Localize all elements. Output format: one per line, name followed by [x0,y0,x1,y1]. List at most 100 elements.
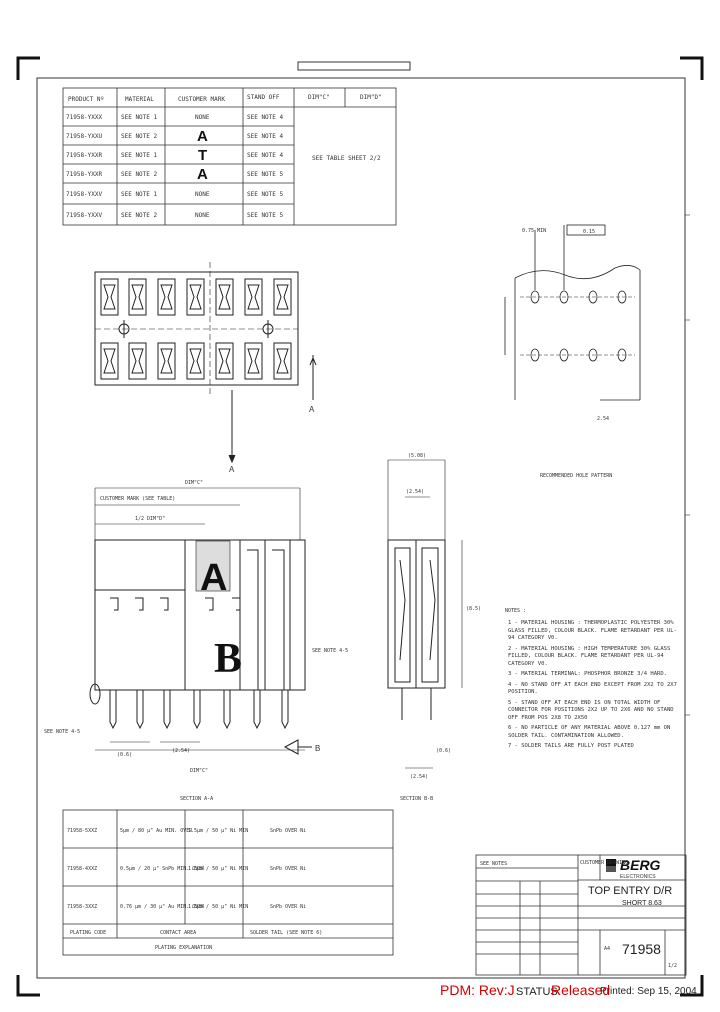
section-bb-dim-side: (0.6) [436,748,451,754]
hole-dim-label: 0.75 MIN [522,228,546,234]
section-arrow-a-left: A [229,465,235,474]
row2-material: SEE NOTE 2 [121,133,158,140]
note-item: 2 - MATERIAL HOUSING : HIGH TEMPERATURE … [508,645,671,667]
row2-standoff: SEE NOTE 4 [247,133,284,140]
pdm-revision: PDM: Rev:J [440,982,515,998]
section-bb-title: SECTION B-B [400,796,433,802]
plating-row1-contact: 5µm / 80 µ" Au MIN. OVER [120,828,193,834]
header-customer-mark: CUSTOMER MARK [178,96,225,103]
hole-pattern-view [504,224,641,401]
section-bb-dim-height: (8.5) [466,606,481,612]
plating-row3-contact: 0.76 µm / 30 µ" Au MIN. OVER [120,904,205,910]
table-side-note: SEE TABLE SHEET 2/2 [312,155,381,162]
status-label: STATUS: [516,986,561,998]
note-item: 5 - STAND OFF AT EACH END IS ON TOTAL WI… [508,699,674,721]
section-arrow-a-right: A [309,405,315,414]
section-aa-dim-half: 1/2 DIM"D" [135,516,165,522]
row3-material: SEE NOTE 1 [121,152,158,159]
printed-date: Printed: Sep 15, 2004 [600,986,697,997]
row1-standoff: SEE NOTE 4 [247,114,284,121]
header-dim-d: DIM"D" [360,94,382,101]
section-bb-dim-bottom: (2.54) [410,774,428,780]
row6-code: 71958-YXXV [66,212,103,219]
header-product: PRODUCT Nº [68,96,104,103]
row3-code: 71958-YXXR [66,152,103,159]
notes-title: NOTES : [505,608,526,614]
plating-col-solder: SOLDER TAIL (SEE NOTE 6) [250,930,322,936]
header-material: MATERIAL [125,96,154,103]
product-table-grid [62,87,397,226]
notes-block: NOTES : [505,608,526,614]
row3-mark: T [198,147,207,164]
drawing-frame [36,77,686,979]
row5-standoff: SEE NOTE 5 [247,191,284,198]
section-bb-view [387,459,463,769]
row1-mark: NONE [195,114,210,121]
section-aa-arrow-b: B [315,744,320,753]
row6-mark: NONE [195,212,210,219]
title-line2: SHORT 8.63 [622,900,662,907]
row4-code: 71958-YXXR [66,171,103,178]
plating-row1-solder: SnPb OVER Ni [270,828,306,834]
row5-material: SEE NOTE 1 [121,191,158,198]
section-aa-dim-06: (0.6) [117,752,132,758]
plating-row3-under: 1.3µm / 50 µ" Ni MIN [188,904,248,910]
berg-logo: BERG ELECTRONICS [606,857,661,880]
status-value: Released [551,982,611,998]
row5-mark: NONE [195,191,210,198]
title-line1: TOP ENTRY D/R [588,885,672,897]
header-dim-c: DIM"C" [308,94,330,101]
plating-footer: PLATING EXPLANATION [155,945,212,951]
drawing-number: 71958 [622,941,661,957]
plating-row2-code: 71958-4XXZ [67,866,97,872]
row4-material: SEE NOTE 2 [121,171,158,178]
section-aa-view [89,487,312,755]
plating-row1-code: 71958-5XXZ [67,828,97,834]
customer-mark-hatch [195,540,231,592]
note-item: 7 - SOLDER TAILS ARE FULLY POST PLATED [508,743,634,749]
row2-code: 71958-YXXU [66,133,103,140]
header-stand-off: STAND OFF [247,94,280,101]
hole-pattern-title: RECOMMENDED HOLE PATTERN [540,473,612,479]
note-item: 1 - MATERIAL HOUSING : THERMOPLASTIC POL… [508,620,677,641]
section-aa-title: SECTION A-A [180,796,213,802]
row6-standoff: SEE NOTE 5 [247,212,284,219]
note-item: 4 - NO STAND OFF AT EACH END EXCEPT FROM… [508,681,677,696]
hole-pitch-label: 2.54 [597,416,609,422]
section-bb-dim-top: (5.08) [408,453,426,459]
size-label: A4 [604,946,610,952]
plating-table-grid [62,809,394,956]
row6-material: SEE NOTE 2 [121,212,158,219]
section-aa-customer-mark: CUSTOMER MARK (SEE TABLE) [100,496,175,502]
row5-code: 71958-YXXV [66,191,103,198]
customer-mark-letter-b: B [214,636,242,682]
note-item: 6 - NO PARTICLE OF ANY MATERIAL ABOVE 0.… [508,725,671,739]
title-block-grid [475,854,687,976]
corner-marks [16,56,704,997]
plating-row2-under: 1.3µm / 50 µ" Ni MIN [188,866,248,872]
row1-code: 71958-YXXX [66,114,103,121]
section-aa-dim-bottom: DIM"C" [190,768,208,774]
section-aa-see-note-right: SEE NOTE 4-5 [312,648,348,654]
plating-col-code: PLATING CODE [70,930,106,936]
section-aa-dim-top: DIM"C" [185,480,203,486]
section-aa-dim-254: (2.54) [172,748,190,754]
plating-row1-under: 1.5µm / 50 µ" Ni MIN [188,828,248,834]
plating-row3-code: 71958-3XXZ [67,904,97,910]
plating-col-contact: CONTACT AREA [160,930,196,936]
row4-mark: A [197,166,208,183]
hole-tol-label: 0.15 [583,229,595,235]
plating-row2-contact: 0.5µm / 20 µ" SnPb MIN. OVER [120,866,205,872]
top-tab [297,61,411,71]
row2-mark: A [197,128,208,145]
section-aa-see-note-left: SEE NOTE 4-5 [44,729,80,735]
notes-list: 1 - MATERIAL HOUSING : THERMOPLASTIC POL… [508,620,678,751]
section-bb-dim-254: (2.54) [406,489,424,495]
plating-row3-solder: SnPb OVER Ni [270,904,306,910]
sheet-label: 1/2 [668,963,677,969]
row4-standoff: SEE NOTE 5 [247,171,284,178]
customer-mark-letter-a: A [200,557,227,599]
row1-material: SEE NOTE 1 [121,114,158,121]
company-sub: ELECTRONICS [620,874,656,880]
